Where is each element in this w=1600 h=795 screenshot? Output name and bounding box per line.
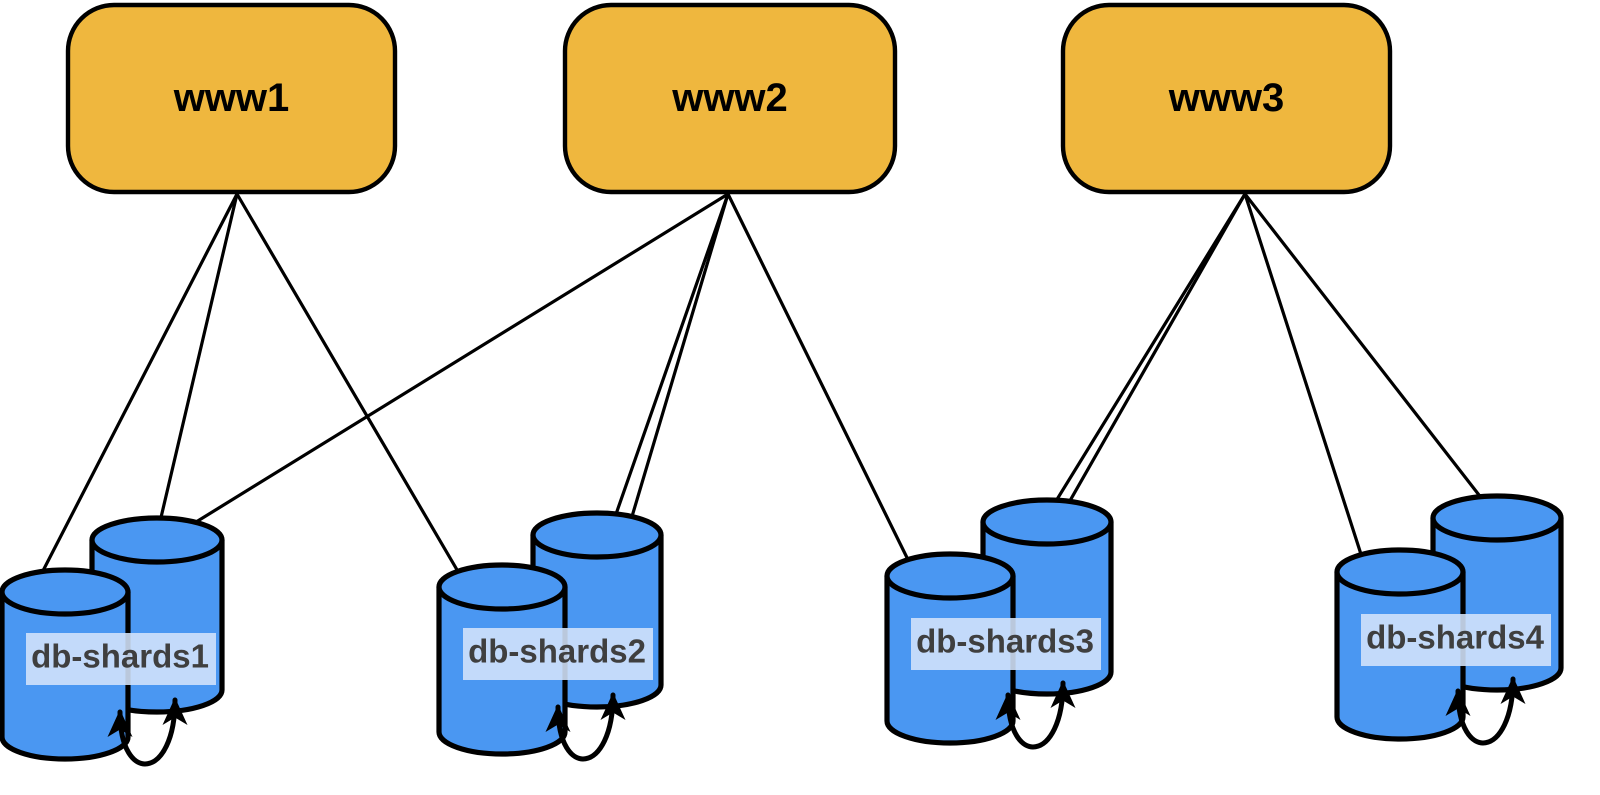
edges-layer — [28, 192, 1502, 598]
self-replication-arrow-db-shards3 — [995, 680, 1076, 750]
cylinder-front-db-shards4-top — [1334, 547, 1466, 597]
web-node-www1[interactable]: www1 — [65, 2, 398, 195]
edge-www3-to-db-shards3 — [1053, 192, 1247, 529]
shard-label-box-db-shards3 — [911, 618, 1101, 670]
cylinder-front-db-shards1-top — [0, 567, 131, 617]
cylinder-front-db-shards2-top — [436, 562, 568, 612]
edge-www1-to-db-shards1 — [28, 192, 239, 598]
web-node-label-www2: www2 — [671, 76, 788, 120]
web-node-label-www1: www1 — [173, 76, 290, 120]
cylinder-back-db-shards1-top — [89, 515, 225, 565]
web-node-www2[interactable]: www2 — [562, 2, 898, 195]
self-replication-arrow-db-shards2 — [545, 692, 626, 762]
shard-label-box-db-shards2 — [463, 628, 653, 680]
web-node-label-www3: www3 — [1168, 76, 1285, 120]
edge-www2-to-db-shards1 — [160, 192, 730, 545]
edge-www1-to-db-shards1 — [153, 192, 239, 545]
shard-label-db-shards3: db-shards3 — [916, 623, 1094, 660]
web-node-box-www2[interactable] — [562, 2, 898, 195]
edge-www2-to-db-shards2 — [606, 192, 730, 539]
edge-www3-to-db-shards4 — [1243, 192, 1502, 524]
cylinder-front-db-shards3-top — [884, 551, 1016, 601]
self-replication-arrow-db-shards4 — [1445, 676, 1526, 746]
cylinder-back-db-shards2-top — [530, 510, 664, 560]
web-node-box-www1[interactable] — [65, 2, 398, 195]
shard-label-box-db-shards1 — [26, 633, 216, 685]
shard-group-db-shards1[interactable]: db-shards1 — [0, 515, 225, 767]
shard-groups-layer: db-shards1 db-shards2 db-shards3 db-shards4 — [0, 493, 1564, 767]
shard-label-db-shards1: db-shards1 — [31, 638, 209, 675]
shard-group-db-shards4[interactable]: db-shards4 — [1334, 493, 1564, 746]
self-replication-arrow-db-shards1 — [107, 697, 188, 767]
edge-www3-to-db-shards3 — [1038, 192, 1247, 529]
cylinder-back-db-shards3-top — [980, 497, 1114, 547]
edge-www2-to-db-shards3 — [726, 192, 920, 582]
shard-group-db-shards3[interactable]: db-shards3 — [884, 497, 1114, 750]
shard-label-db-shards2: db-shards2 — [468, 633, 646, 670]
edge-www1-to-db-shards2 — [235, 192, 472, 594]
shard-label-box-db-shards4 — [1361, 614, 1551, 666]
edge-www2-to-db-shards2 — [623, 192, 730, 542]
shard-group-db-shards2[interactable]: db-shards2 — [436, 510, 664, 762]
cylinder-back-db-shards4-top — [1430, 493, 1564, 543]
web-node-box-www3[interactable] — [1060, 2, 1393, 195]
edge-www3-to-db-shards4 — [1243, 192, 1370, 578]
web-node-www3[interactable]: www3 — [1060, 2, 1393, 195]
web-nodes-layer: www1 www2 www3 — [65, 2, 1393, 195]
shard-label-db-shards4: db-shards4 — [1366, 619, 1545, 656]
